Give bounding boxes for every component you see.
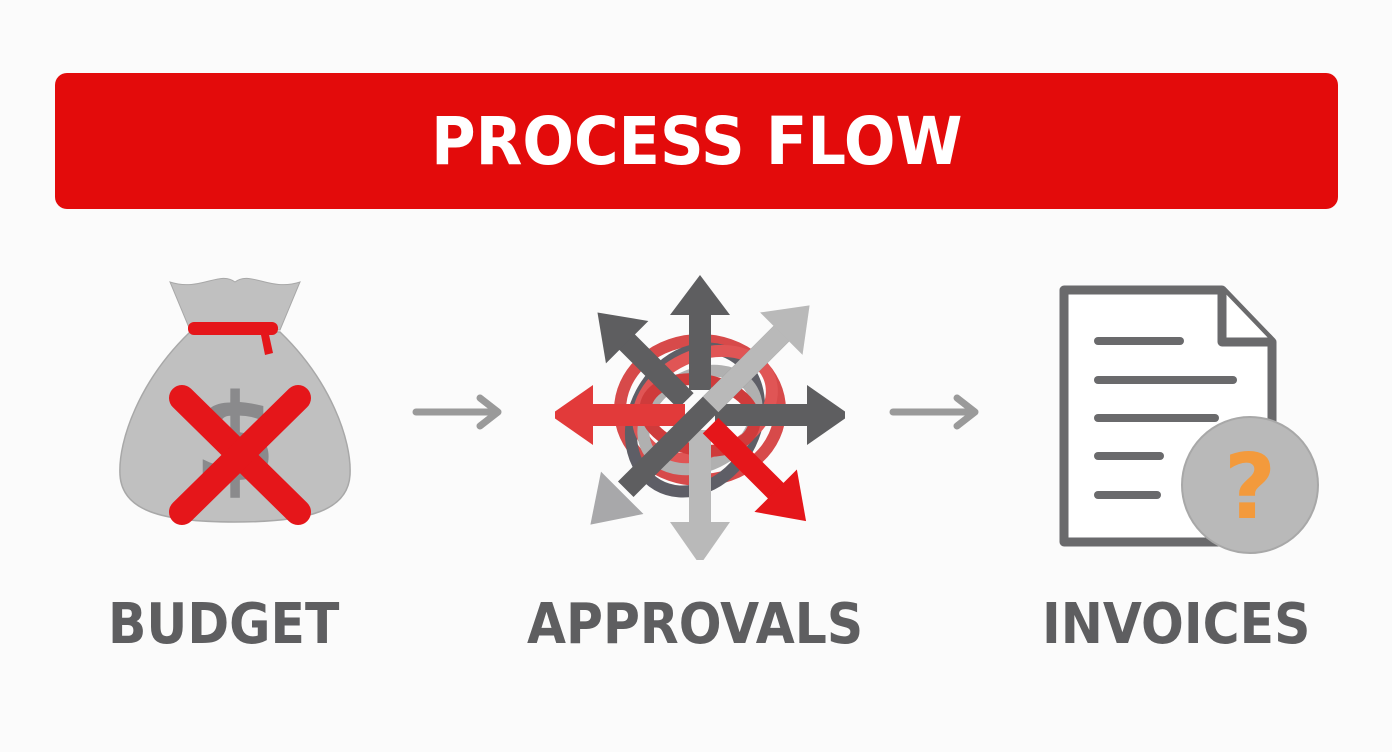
- document-question-icon: ?: [1059, 285, 1319, 554]
- arrow-right-icon: [412, 394, 502, 430]
- arrow-right-icon: [889, 394, 979, 430]
- banner-title: PROCESS FLOW: [430, 102, 963, 180]
- step-label-approvals: APPROVALS: [527, 592, 864, 657]
- title-banner: PROCESS FLOW: [55, 73, 1338, 209]
- step-label-budget: BUDGET: [108, 592, 340, 657]
- svg-text:?: ?: [1224, 435, 1276, 540]
- money-bag-crossed-icon: $: [119, 277, 351, 525]
- tangled-arrows-icon: [555, 275, 845, 560]
- step-label-invoices: INVOICES: [1042, 592, 1311, 657]
